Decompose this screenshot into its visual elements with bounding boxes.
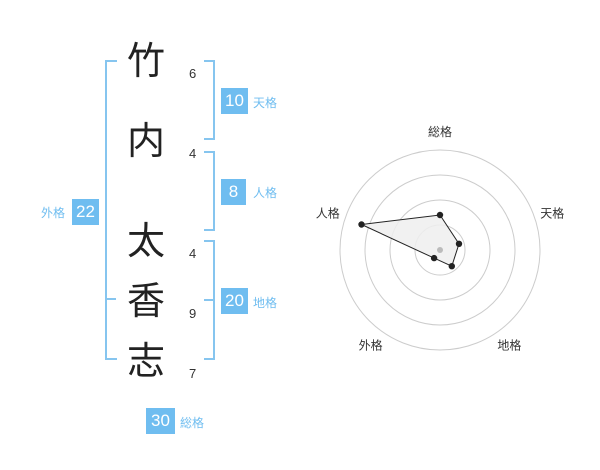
given-char-1: 太 bbox=[126, 219, 165, 263]
tenkaku-value: 10 bbox=[221, 88, 248, 114]
gaikaku-value: 22 bbox=[72, 199, 99, 225]
jinkaku-label: 人格 bbox=[253, 186, 278, 200]
given-char-3: 志 bbox=[126, 339, 165, 383]
radar-ring-3 bbox=[364, 174, 516, 326]
soukaku-value: 30 bbox=[146, 408, 175, 434]
soukaku-label: 総格 bbox=[180, 416, 205, 430]
radar-area bbox=[359, 214, 460, 267]
gaikaku-bracket bbox=[105, 60, 117, 360]
gaikaku-label: 外格 bbox=[41, 206, 66, 220]
radar-axis-label-1: 総格 bbox=[428, 124, 452, 139]
tenkaku-label: 天格 bbox=[253, 96, 278, 110]
radar-point-5 bbox=[358, 221, 365, 228]
radar-point-3 bbox=[448, 263, 455, 270]
given-char-1-strokes: 4 bbox=[189, 246, 197, 261]
radar-axis-label-5: 人格 bbox=[316, 206, 340, 221]
radar-ring-2 bbox=[389, 199, 491, 301]
jinkaku-bracket bbox=[204, 151, 215, 231]
chikaku-bracket bbox=[204, 240, 215, 360]
surname-char-1-strokes: 6 bbox=[189, 66, 197, 81]
radar-point-4 bbox=[430, 254, 438, 262]
radar-ring-4 bbox=[339, 149, 541, 351]
radar-center-dot bbox=[437, 247, 443, 253]
surname-char-2: 内 bbox=[126, 119, 165, 163]
radar-axis-label-2: 天格 bbox=[540, 206, 564, 221]
chikaku-value: 20 bbox=[221, 288, 248, 314]
jinkaku-value: 8 bbox=[221, 179, 246, 205]
radar-point-2 bbox=[455, 240, 463, 247]
radar-point-1 bbox=[436, 211, 444, 219]
tenkaku-bracket bbox=[204, 60, 215, 140]
gaikaku-bracket-tick bbox=[105, 298, 116, 300]
chikaku-bracket-tick bbox=[204, 299, 214, 301]
given-char-2-strokes: 9 bbox=[189, 306, 197, 321]
given-char-2: 香 bbox=[126, 279, 165, 323]
surname-char-1: 竹 bbox=[126, 39, 165, 83]
radar-axis-label-4: 外格 bbox=[359, 338, 383, 353]
surname-char-2-strokes: 4 bbox=[189, 146, 197, 161]
given-char-3-strokes: 7 bbox=[189, 366, 197, 381]
chikaku-label: 地格 bbox=[253, 296, 278, 310]
radar-axis-label-3: 地格 bbox=[497, 338, 521, 353]
